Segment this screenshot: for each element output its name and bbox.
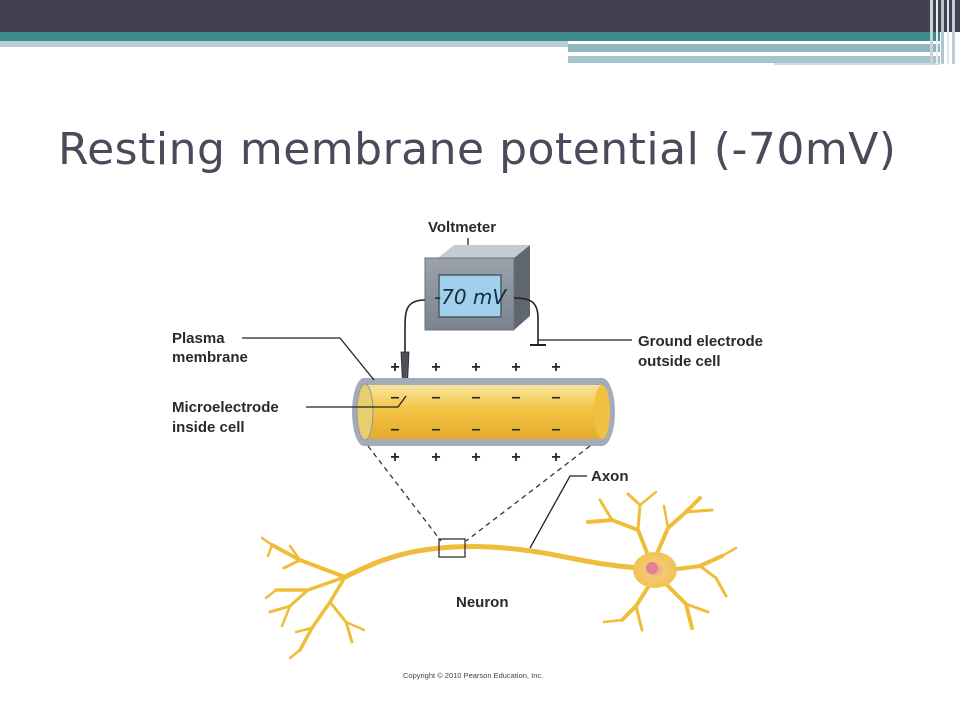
microelectrode-callout: Microelectrode inside cell: [172, 395, 407, 436]
inside-charges-bottom: – – – – –: [391, 421, 561, 438]
voltmeter: Voltmeter -70 mV: [424, 219, 530, 331]
slide-title: Resting membrane potential (-70mV): [58, 124, 897, 175]
positive-charge: +: [551, 449, 560, 466]
axon-label: Axon: [591, 468, 629, 485]
header-light-stripe-right: [568, 44, 940, 52]
neuron-label: Neuron: [456, 594, 509, 611]
positive-charge: +: [471, 449, 480, 466]
ground-electrode-label-line2: outside cell: [638, 353, 721, 370]
neuron: [260, 490, 738, 660]
negative-charge: –: [391, 389, 400, 406]
voltmeter-side: [514, 245, 530, 330]
outside-charges-top: + + + + +: [390, 359, 560, 376]
axoplasm: [364, 385, 602, 439]
axon-callout: Axon: [529, 468, 629, 549]
inside-charges-top: – – – – –: [391, 389, 561, 406]
positive-charge: +: [551, 359, 560, 376]
axon: [342, 543, 643, 580]
zoom-box: [438, 538, 466, 558]
positive-charge: +: [431, 359, 440, 376]
dendrites: [586, 490, 738, 632]
microelectrode-leader: [306, 395, 407, 408]
negative-charge: –: [552, 389, 561, 406]
ground-electrode-wire: [513, 297, 539, 344]
microelectrode-label-line1: Microelectrode: [172, 399, 279, 416]
voltmeter-reading: -70 mV: [434, 285, 508, 309]
negative-charge: –: [391, 421, 400, 438]
negative-charge: –: [512, 389, 521, 406]
plasma-membrane-label-line1: Plasma: [172, 330, 225, 347]
positive-charge: +: [390, 449, 399, 466]
plasma-membrane-leader: [242, 337, 375, 381]
ground-electrode-label-line1: Ground electrode: [638, 333, 763, 350]
header-light-stripe: [0, 41, 568, 47]
zoom-line-right: [465, 445, 591, 542]
plasma-membrane-callout: Plasma membrane: [172, 330, 375, 381]
axon-terminals: [260, 536, 366, 660]
positive-charge: +: [471, 359, 480, 376]
positive-charge: +: [390, 359, 399, 376]
microelectrode-wire: [404, 299, 426, 356]
axon-leader: [529, 475, 587, 549]
negative-charge: –: [432, 421, 441, 438]
outside-charges-bottom: + + + + +: [390, 449, 560, 466]
axon-segment: [352, 378, 615, 446]
positive-charge: +: [511, 449, 520, 466]
negative-charge: –: [472, 389, 481, 406]
negative-charge: –: [432, 389, 441, 406]
copyright: Copyright © 2010 Pearson Education, Inc.: [403, 671, 543, 680]
negative-charge: –: [552, 421, 561, 438]
voltmeter-label: Voltmeter: [428, 219, 496, 236]
zoom-line-left: [367, 445, 442, 542]
negative-charge: –: [512, 421, 521, 438]
header-decoration: [0, 0, 960, 65]
ground-electrode-callout: Ground electrode outside cell: [538, 333, 763, 370]
microelectrode-label-line2: inside cell: [172, 419, 245, 436]
header-accent-stripe: [0, 32, 940, 41]
nucleus: [646, 562, 658, 574]
voltmeter-display: [438, 274, 502, 318]
negative-charge: –: [472, 421, 481, 438]
voltmeter-top: [438, 245, 530, 258]
header-bar: [0, 0, 960, 32]
header-lower-stripe: [568, 56, 940, 63]
positive-charge: +: [511, 359, 520, 376]
positive-charge: +: [431, 449, 440, 466]
plasma-membrane-label-line2: membrane: [172, 349, 248, 366]
